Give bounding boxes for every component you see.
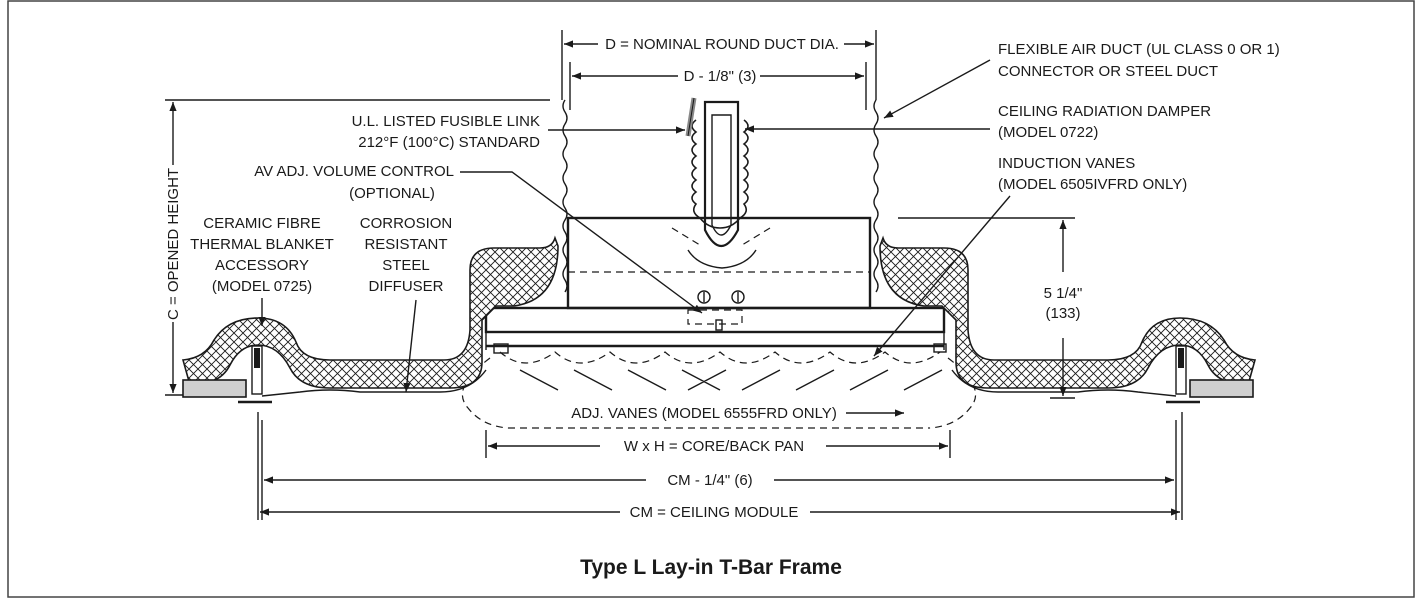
label-ceramic-1: CERAMIC FIBRE (203, 215, 321, 232)
dim-core: W x H = CORE/BACK PAN (485, 430, 951, 458)
label-induction-1: INDUCTION VANES (998, 155, 1135, 172)
diagram-title: Type L Lay-in T-Bar Frame (580, 556, 842, 579)
callout-fusible-link: U.L. LISTED FUSIBLE LINK 212°F (100°C) S… (352, 113, 685, 151)
label-opened-height: C = OPENED HEIGHT (165, 168, 182, 320)
callout-ceramic-blanket: CERAMIC FIBRE THERMAL BLANKET ACCESSORY … (190, 215, 334, 326)
volume-control (687, 290, 745, 331)
flexible-duct (562, 99, 879, 293)
thermal-blanket (181, 235, 1257, 389)
page-border (7, 0, 1415, 598)
label-induction-2: (MODEL 6505IVFRD ONLY) (998, 176, 1187, 193)
dim-cm-minus: CM - 1/4" (6) (261, 420, 1177, 520)
callout-av-control: AV ADJ. VOLUME CONTROL (OPTIONAL) (254, 163, 703, 314)
label-corrosion-3: STEEL (382, 257, 430, 274)
steel-diffuser (484, 306, 947, 354)
label-corrosion-1: CORROSION (360, 215, 453, 232)
label-cm-minus: CM - 1/4" (6) (667, 472, 752, 489)
label-flex-duct-2: CONNECTOR OR STEEL DUCT (998, 63, 1218, 80)
label-adj-vanes: ADJ. VANES (MODEL 6555FRD ONLY) (571, 405, 837, 422)
adjustable-vanes (461, 357, 977, 429)
label-ceramic-4: (MODEL 0725) (212, 278, 312, 295)
t-bar-left (182, 345, 272, 404)
callout-damper: CEILING RADIATION DAMPER (MODEL 0722) (745, 103, 1211, 141)
label-height-1: 5 1/4" (1044, 285, 1083, 302)
label-cm: CM = CEILING MODULE (630, 504, 799, 521)
label-damper-2: (MODEL 0722) (998, 124, 1098, 141)
label-fusible-1: U.L. LISTED FUSIBLE LINK (352, 113, 540, 130)
duct-collar (566, 216, 872, 310)
diffuser-frame-lines (261, 369, 1177, 397)
label-height-2: (133) (1045, 305, 1080, 322)
dim-duct-minus: D - 1/8" (3) (569, 62, 867, 110)
t-bar-right (1166, 345, 1254, 404)
label-corrosion-2: RESISTANT (364, 236, 447, 253)
callout-induction-vanes: INDUCTION VANES (MODEL 6505IVFRD ONLY) (873, 155, 1187, 357)
dim-height-5-25: 5 1/4" (133) (898, 217, 1083, 399)
callout-corrosion-diffuser: CORROSION RESISTANT STEEL DIFFUSER (360, 215, 453, 393)
label-av-2: (OPTIONAL) (349, 185, 435, 202)
label-av-1: AV ADJ. VOLUME CONTROL (254, 163, 454, 180)
label-ceramic-2: THERMAL BLANKET (190, 236, 334, 253)
label-flex-duct-1: FLEXIBLE AIR DUCT (UL CLASS 0 OR 1) (998, 41, 1280, 58)
label-duct-minus: D - 1/8" (3) (684, 68, 757, 85)
label-core: W x H = CORE/BACK PAN (624, 438, 804, 455)
dim-nominal-duct: D = NOMINAL ROUND DUCT DIA. (561, 30, 877, 100)
dim-cm: CM = CEILING MODULE (257, 412, 1183, 521)
radiation-damper (671, 97, 771, 269)
callout-adj-vanes: ADJ. VANES (MODEL 6555FRD ONLY) (571, 405, 904, 422)
label-ceramic-3: ACCESSORY (215, 257, 309, 274)
dim-opened-height: C = OPENED HEIGHT (165, 99, 550, 396)
label-damper-1: CEILING RADIATION DAMPER (998, 103, 1211, 120)
induction-vanes (499, 351, 941, 364)
callout-flex-duct: FLEXIBLE AIR DUCT (UL CLASS 0 OR 1) CONN… (883, 41, 1280, 119)
label-fusible-2: 212°F (100°C) STANDARD (358, 134, 540, 151)
label-nominal-duct: D = NOMINAL ROUND DUCT DIA. (605, 36, 839, 53)
label-corrosion-4: DIFFUSER (369, 278, 444, 295)
